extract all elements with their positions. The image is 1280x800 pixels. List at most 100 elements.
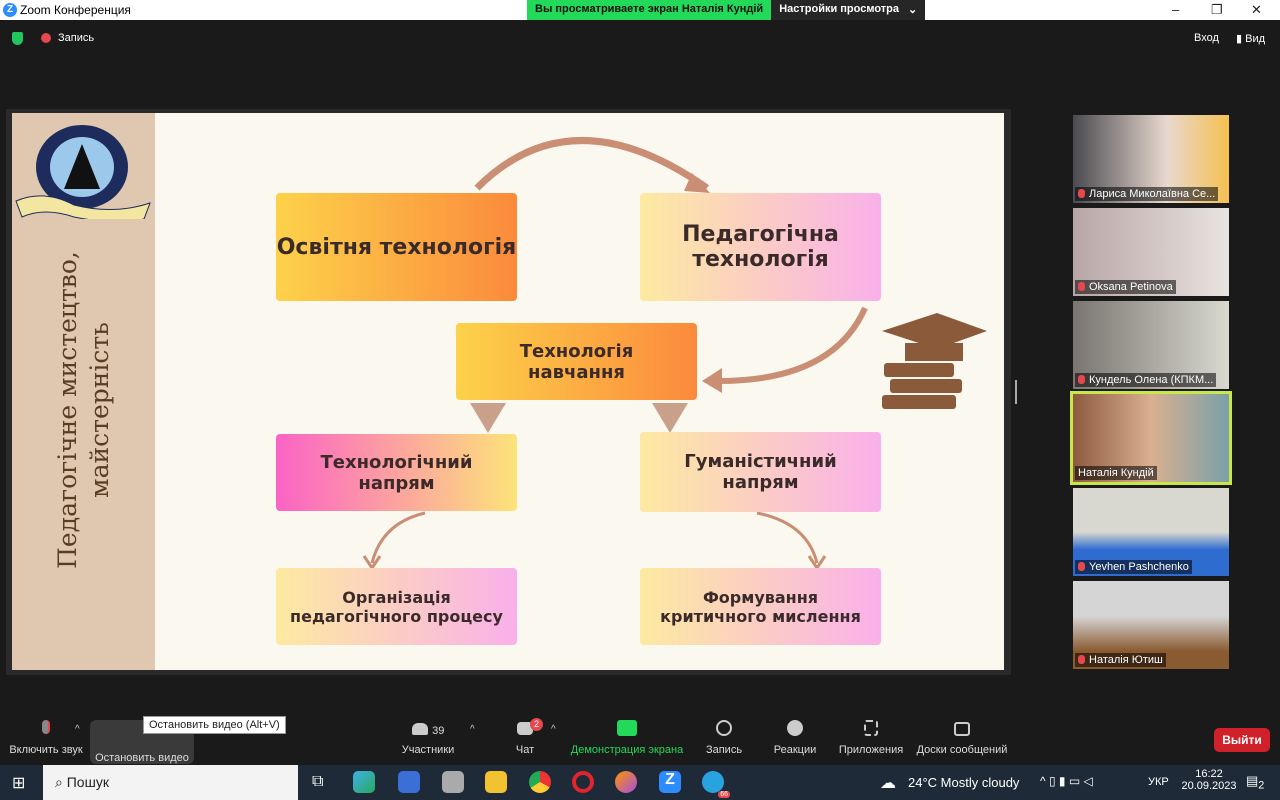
grid-icon: ▮ [1236,33,1243,45]
firefox-icon[interactable] [615,771,637,793]
participant-tile[interactable]: Лариса Миколаївна Се... [1073,115,1229,203]
zoom-logo-icon: Z [3,3,17,17]
muted-mic-icon [1078,655,1085,664]
search-placeholder: Пошук [66,774,109,790]
chat-button[interactable]: Чат [505,720,545,756]
participant-name: Лариса Миколаївна Се... [1075,187,1219,201]
participant-tile[interactable]: Oksana Petinova [1073,208,1229,296]
box-organization: Організація педагогічного процесу [276,568,517,645]
participant-tile-active-speaker[interactable]: Наталія Кундій [1070,391,1232,485]
app-icon[interactable] [398,771,420,793]
search-icon: ⌕ [55,774,63,790]
window-title: Zoom Конференция [20,3,131,17]
reactions-label: Реакции [773,744,817,756]
weather-cloud-icon: ☁ [880,775,896,792]
participant-name: Yevhen Pashchenko [1075,560,1192,574]
restore-button[interactable]: ❐ [1211,2,1223,17]
windows-start-icon[interactable]: ⊞ [12,775,26,792]
sharing-banner: Вы просматриваете экран Наталія Кундій [527,0,772,20]
slide-side-panel: Педагогічне мистецтво,майстерність [12,113,155,670]
smiley-icon [770,720,820,740]
audio-options-caret[interactable]: ^ [75,724,80,735]
opera-icon[interactable] [572,771,594,793]
chat-badge: 2 [530,718,543,731]
participants-options-caret[interactable]: ^ [470,724,475,735]
muted-mic-icon [1078,375,1085,384]
unmute-button[interactable]: Включить звук [4,720,88,756]
muted-mic-icon [1078,282,1085,291]
chrome-icon[interactable] [529,771,551,793]
printer-icon[interactable] [442,771,464,793]
tray-icons[interactable]: ^ ▯ ▮ ▭ ◁ [1040,774,1093,788]
clock-date: 20.09.2023 [1181,780,1237,792]
chevron-down-icon: ⌄ [907,4,918,16]
participant-tile[interactable]: Yevhen Pashchenko [1073,488,1229,576]
record-icon [700,720,748,740]
record-icon [41,33,51,43]
weather-widget[interactable]: 24°C Mostly cloudy [908,775,1019,790]
share-screen-label: Демонстрация экрана [570,744,684,756]
minimize-button[interactable]: – [1172,2,1180,17]
edge-icon[interactable] [353,771,375,793]
whiteboard-icon [912,720,1012,740]
muted-mic-icon [1078,189,1085,198]
participant-tile[interactable]: Кундель Олена (КПКМ... [1073,301,1229,389]
view-button[interactable]: ▮ Вид [1236,32,1265,45]
weather-text: Mostly cloudy [940,775,1020,790]
stop-video-label: Остановить видео [95,752,189,764]
participants-label: Участники [401,744,455,756]
participant-name-text: Наталія Ютиш [1089,654,1163,666]
enter-button[interactable]: Вход [1194,32,1219,44]
participant-name: Кундель Олена (КПКМ... [1075,373,1217,387]
panel-resize-handle[interactable] [1015,380,1017,404]
title-bar: Z Zoom Конференция Вы просматриваете экр… [0,0,1280,20]
box-learning-technology: Технологія навчання [456,323,697,400]
box-education-technology: Освітня технологія [276,193,517,301]
file-explorer-icon[interactable] [485,771,507,793]
record-button[interactable]: Запись [700,720,748,756]
college-logo-icon [15,125,151,219]
apps-icon [834,720,908,740]
close-button[interactable]: ✕ [1251,2,1262,17]
box-pedagogical-technology: Педагогічна технологія [640,193,881,301]
telegram-icon[interactable]: 66 [702,771,730,798]
chat-icon [505,720,545,740]
view-label: Вид [1245,33,1266,45]
slide: Педагогічне мистецтво,майстерність Освіт… [12,113,1004,670]
whiteboards-label: Доски сообщений [916,744,1008,756]
participant-tile[interactable]: Наталія Ютиш [1073,581,1229,669]
participant-name: Наталія Кундій [1075,466,1157,480]
diagram-arrows [362,137,987,571]
muted-mic-icon [1078,562,1085,571]
notification-count: 2 [1258,779,1265,792]
share-screen-button[interactable]: Демонстрация экрана [566,720,688,756]
participant-name-text: Oksana Petinova [1089,281,1173,293]
muted-mic-icon [4,720,88,740]
chat-options-caret[interactable]: ^ [551,724,556,735]
zoom-taskbar-icon[interactable]: Z [659,771,681,793]
notifications-icon[interactable]: ▤2 [1246,773,1265,792]
language-indicator[interactable]: УКР [1148,776,1169,788]
view-settings-button[interactable]: Настройки просмотра ⌄ [771,0,926,20]
participant-name-text: Yevhen Pashchenko [1089,561,1189,573]
recording-label[interactable]: Запись [58,32,95,44]
meeting-toolbar: Включить звук ^ Остановить видео Останов… [0,710,1280,765]
participant-name-text: Лариса Миколаївна Се... [1089,188,1216,200]
participant-name: Oksana Petinova [1075,280,1176,294]
taskbar-search[interactable]: ⌕ Пошук [43,765,298,800]
view-settings-label: Настройки просмотра [779,3,899,15]
shield-icon[interactable] [12,32,23,45]
leave-button[interactable]: Выйти [1214,728,1270,752]
unmute-label: Включить звук [9,744,83,756]
participants-count: 39 [432,725,445,737]
task-view-icon[interactable]: ⧉ [312,773,324,790]
participant-name: Наталія Ютиш [1075,653,1166,667]
apps-button[interactable]: Приложения [834,720,908,756]
whiteboards-button[interactable]: Доски сообщений [912,720,1012,756]
reactions-button[interactable]: Реакции [770,720,820,756]
box-critical-thinking: Формування критичного мислення [640,568,881,645]
box-technological-direction: Технологічний напрям [276,434,517,511]
apps-label: Приложения [838,744,904,756]
